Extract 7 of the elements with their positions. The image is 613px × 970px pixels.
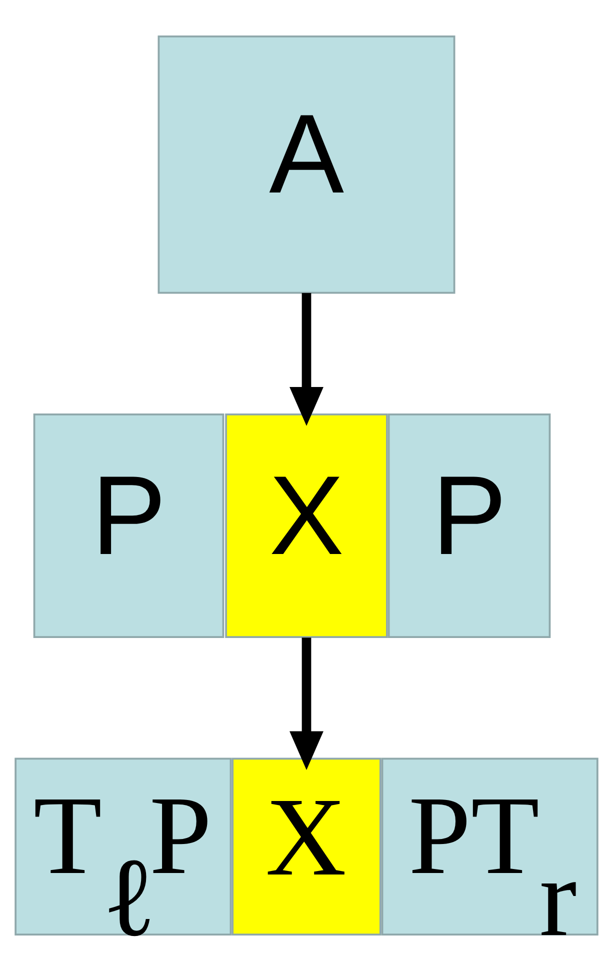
node-box: A — [158, 35, 456, 294]
node-box: X — [225, 412, 388, 638]
arrow — [290, 637, 324, 770]
node-box: P — [388, 412, 551, 638]
arrow — [290, 292, 324, 426]
node-box: X — [232, 757, 382, 935]
node-box: P — [33, 412, 224, 638]
